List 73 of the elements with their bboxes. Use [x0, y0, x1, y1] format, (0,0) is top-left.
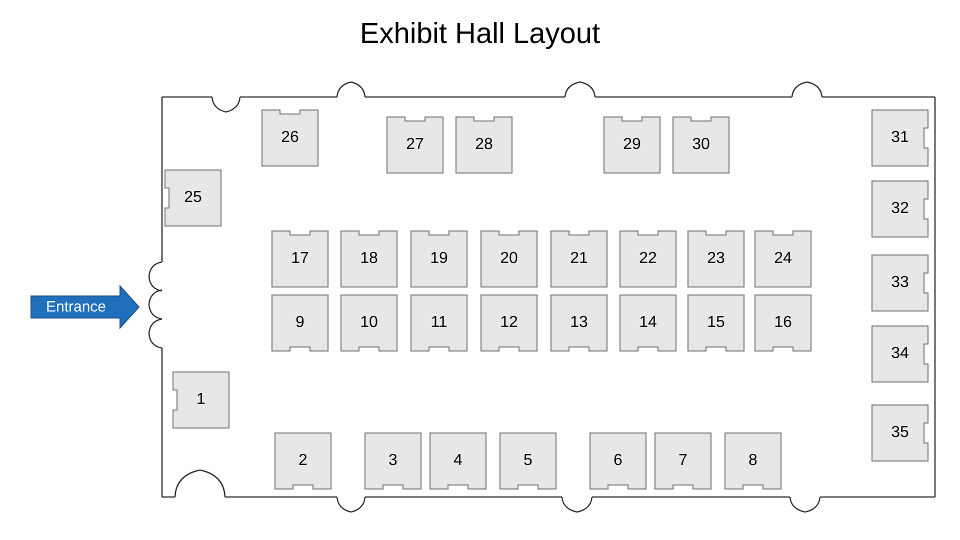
booth: [688, 295, 744, 351]
booth-number: 20: [499, 250, 519, 268]
booth-number: 26: [280, 129, 300, 147]
booth-number: 22: [638, 250, 658, 268]
booth-number: 7: [678, 452, 688, 470]
entrance-label: Entrance: [44, 298, 108, 316]
booth-number: 4: [452, 452, 464, 470]
booth: [275, 433, 331, 489]
booth: [430, 433, 486, 489]
booth: [725, 433, 781, 489]
booth: [481, 231, 537, 287]
booth-number: 9: [294, 314, 306, 332]
booth-number: 35: [890, 424, 910, 442]
booth-number: 8: [748, 452, 758, 470]
booth-number: 17: [290, 250, 310, 268]
booth: [262, 110, 318, 166]
booth-number: 5: [522, 452, 534, 470]
booth: [551, 295, 607, 351]
booth-number: 6: [612, 452, 624, 470]
booth-number: 24: [773, 250, 793, 268]
booth: [688, 231, 744, 287]
booth: [165, 170, 221, 226]
booth: [272, 231, 328, 287]
booth-number: 34: [890, 345, 910, 363]
booth-number: 28: [474, 136, 494, 154]
booth: [604, 117, 660, 173]
booth-number: 15: [706, 314, 726, 332]
booth: [365, 433, 421, 489]
booth: [872, 110, 928, 166]
booth-number: 30: [691, 136, 711, 154]
booth-number: 33: [890, 274, 910, 292]
booth-number: 1: [196, 391, 206, 409]
booth-number: 18: [359, 250, 379, 268]
booth: [590, 433, 646, 489]
booth: [872, 255, 928, 311]
booth: [872, 181, 928, 237]
entrance-arrow: [30, 285, 140, 329]
title: Exhibit Hall Layout: [358, 18, 602, 51]
booth-number: 32: [890, 200, 910, 218]
booth: [755, 295, 811, 351]
booth: [500, 433, 556, 489]
booth-number: 12: [499, 314, 519, 332]
booth-number: 14: [638, 314, 658, 332]
booth: [872, 326, 928, 382]
booth: [411, 295, 467, 351]
booth-number: 3: [388, 452, 398, 470]
booth-number: 27: [405, 136, 425, 154]
booth: [551, 231, 607, 287]
booth: [272, 295, 328, 351]
booth-number: 19: [429, 250, 449, 268]
booth: [387, 117, 443, 173]
booth-number: 2: [298, 452, 308, 470]
booth: [620, 295, 676, 351]
booth: [481, 295, 537, 351]
booth: [655, 433, 711, 489]
booth: [673, 117, 729, 173]
booth-number: 25: [183, 189, 203, 207]
booth: [341, 295, 397, 351]
booth-number: 11: [430, 314, 448, 332]
booth: [755, 231, 811, 287]
booth-number: 29: [622, 136, 642, 154]
booth-number: 23: [706, 250, 726, 268]
booth: [456, 117, 512, 173]
booth-number: 13: [569, 314, 589, 332]
booth-number: 21: [569, 250, 589, 268]
booth: [620, 231, 676, 287]
booth-number: 10: [359, 314, 379, 332]
booth-number: 16: [773, 314, 793, 332]
booth: [872, 405, 928, 461]
booth-number: 31: [890, 129, 910, 147]
booth: [173, 372, 229, 428]
booth: [411, 231, 467, 287]
booth: [341, 231, 397, 287]
